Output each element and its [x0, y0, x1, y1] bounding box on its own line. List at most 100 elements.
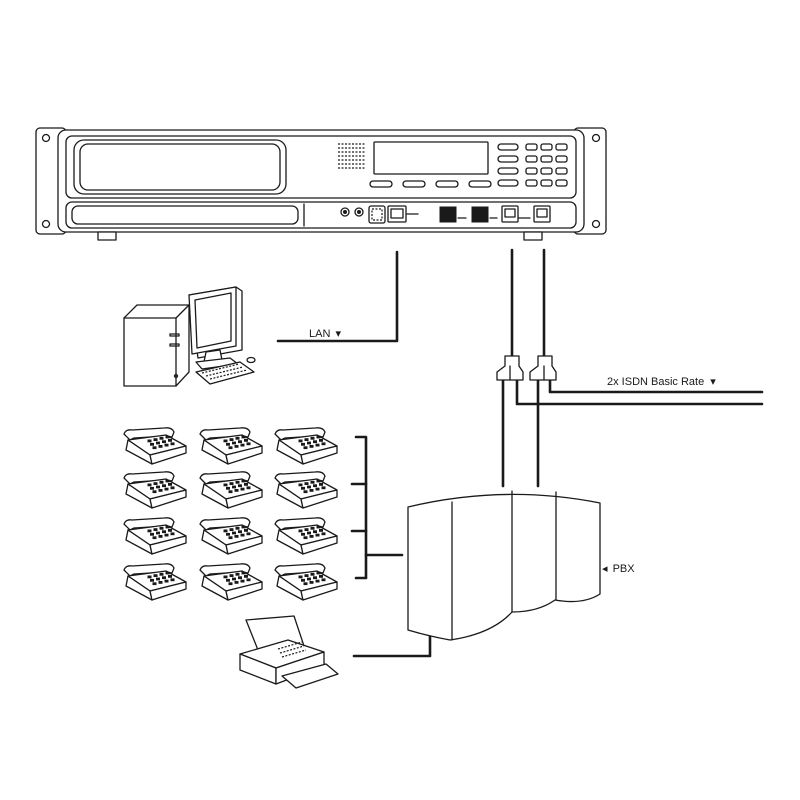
phone-key: [234, 581, 239, 584]
phone-body-side: [149, 535, 187, 555]
phone-key: [229, 574, 234, 577]
isdn-line-cable: [515, 378, 764, 406]
isdn-port-inner: [536, 208, 548, 218]
phone-key: [150, 578, 154, 582]
phone-key: [153, 574, 158, 577]
phone-key: [238, 484, 242, 488]
lcd-display: [373, 141, 489, 175]
phone-key: [232, 577, 236, 581]
phone-key: [316, 435, 321, 439]
phone-key: [159, 480, 164, 484]
phone-key: [156, 577, 160, 581]
lan-cable: [276, 250, 399, 343]
phone-key: [170, 578, 175, 582]
desk-phone: [123, 563, 187, 601]
phone-key: [165, 571, 170, 575]
phone-key: [319, 439, 323, 442]
rack-foot: [97, 231, 117, 241]
phone-handset: [199, 427, 251, 441]
phone-body-side: [300, 535, 338, 555]
phone-key: [162, 484, 166, 488]
power-connector-pins: [371, 208, 383, 221]
desk-phone: [274, 427, 338, 465]
phone-handset: [123, 563, 175, 577]
phone-key: [298, 575, 303, 579]
phone-key: [165, 479, 170, 483]
phone-key: [223, 575, 228, 579]
phone-key: [168, 439, 172, 442]
phone-key: [158, 445, 163, 448]
keypad-button: [540, 143, 553, 151]
monitor-bezel: [188, 286, 237, 355]
phone-key: [162, 576, 166, 580]
rack-window-inner: [79, 143, 281, 191]
phone-key: [313, 576, 317, 580]
rack-screw-hole: [41, 133, 51, 143]
isdn-splitters: [496, 355, 557, 381]
phone-handset: [274, 427, 326, 441]
phone-group: [123, 427, 338, 601]
phone-key: [147, 529, 152, 533]
phone-key: [301, 578, 305, 582]
phone-key: [238, 576, 242, 580]
phone-key: [309, 535, 314, 538]
phone-bracket: [354, 435, 368, 580]
isdn-line-cable: [548, 378, 764, 394]
phone-body-side: [149, 581, 187, 601]
keypad-button: [555, 167, 568, 175]
lan-port-inner: [390, 208, 404, 219]
phone-key: [304, 528, 309, 531]
phone-key: [303, 490, 308, 494]
phone-key: [229, 528, 234, 531]
monitor-screen: [194, 292, 232, 349]
function-button: [402, 180, 426, 188]
phone-key: [316, 479, 321, 483]
pbx-label-text: PBX: [613, 563, 636, 575]
phone-key: [232, 485, 236, 489]
phone-key: [319, 575, 323, 578]
phone-key: [150, 486, 154, 490]
phone-key: [241, 525, 246, 529]
phone-key: [244, 575, 248, 578]
phone-key: [164, 533, 169, 537]
desk-phone: [123, 427, 187, 465]
phone-key: [321, 486, 326, 490]
phone-key: [301, 532, 305, 536]
phone-key: [232, 441, 236, 445]
phone-body-side: [300, 445, 338, 465]
phone-key: [315, 487, 320, 491]
rack-screw-hole: [41, 219, 51, 229]
phone-key: [168, 529, 172, 532]
phone-key: [164, 443, 169, 447]
phone-key: [170, 442, 175, 446]
rack-window: [73, 139, 287, 195]
isdn-label-text: 2x ISDN Basic Rate: [607, 376, 704, 388]
keypad-button: [525, 143, 538, 151]
audio-jack: [340, 207, 350, 217]
phone-key: [240, 487, 245, 491]
phone-key: [235, 572, 240, 576]
keypad-button: [525, 167, 538, 175]
drive-bay: [71, 205, 299, 225]
desk-phone: [123, 471, 187, 509]
phone-key: [234, 535, 239, 538]
phone-key: [246, 578, 251, 582]
phone-key: [310, 480, 315, 484]
phone-key: [240, 533, 245, 537]
down-arrow-icon: ▾: [335, 328, 341, 340]
phone-key: [150, 532, 154, 536]
phone-key: [319, 529, 323, 532]
pbx-body: [407, 493, 601, 641]
phone-body-side: [149, 445, 187, 465]
phone-key: [310, 572, 315, 576]
phone-key: [238, 530, 242, 534]
desktop-computer: [123, 286, 256, 387]
phone-body-side: [225, 535, 263, 555]
fax-output-tray: [281, 663, 339, 689]
phone-key: [229, 482, 234, 485]
phone-key: [164, 487, 169, 491]
phone-key: [156, 485, 160, 489]
fax-keypad: [277, 641, 307, 658]
phone-key: [307, 441, 311, 445]
